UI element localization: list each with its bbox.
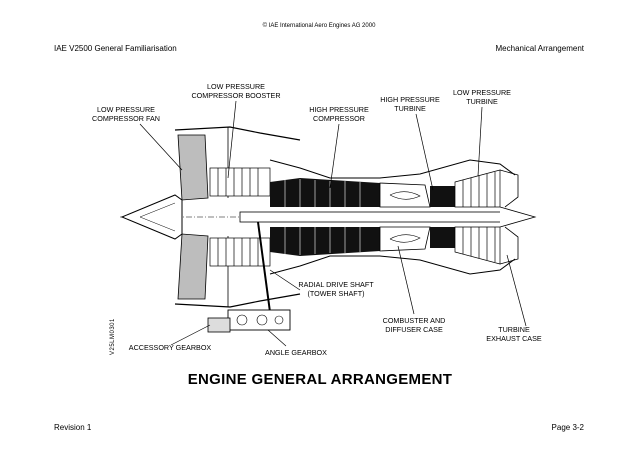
combustor-lower: [379, 226, 431, 252]
hp-compressor-lower: [270, 227, 380, 256]
hp-compressor-label-line1: HIGH PRESSURE: [309, 105, 369, 114]
accessory-gearbox-label: ACCESSORY GEARBOX: [129, 343, 212, 352]
fan-case-lower: [174, 293, 301, 308]
radial-drive-shaft: [257, 221, 271, 313]
lp-turbine-label-line2: TURBINE: [466, 97, 498, 106]
exhaust-cone: [499, 206, 537, 228]
fan-blade-lower: [177, 233, 209, 300]
combuster-label-line1: COMBUSTER AND: [383, 316, 446, 325]
turbine-exhaust-case-lower: [499, 226, 519, 265]
lp-booster-label-line2: COMPRESSOR BOOSTER: [191, 91, 280, 100]
radial-shaft-label-line1: RADIAL DRIVE SHAFT: [298, 280, 374, 289]
combuster-label-line2: DIFFUSER CASE: [385, 325, 443, 334]
lp-turbine-label-line1: LOW PRESSURE: [453, 88, 511, 97]
lp-shaft: [239, 211, 506, 223]
hp-turbine-lower: [430, 227, 455, 248]
hp-turbine-label-line1: HIGH PRESSURE: [380, 95, 440, 104]
turbine-exhaust-case-upper: [499, 169, 519, 208]
accessory-gearbox: [207, 317, 231, 333]
section-title: Mechanical Arrangement: [495, 44, 585, 53]
turbine-exhaust-label-line1: TURBINE: [498, 325, 530, 334]
document-title: IAE V2500 General Familiarisation: [54, 44, 177, 53]
figure-title: ENGINE GENERAL ARRANGEMENT: [188, 371, 452, 388]
figure-code: V25LM0301: [110, 318, 116, 355]
lp-turbine-lower: [454, 226, 501, 265]
turbine-exhaust-label-line2: EXHAUST CASE: [486, 334, 542, 343]
lp-booster-upper: [209, 167, 271, 197]
angle-gearbox-label: ANGLE GEARBOX: [265, 348, 327, 357]
copyright-notice: © IAE International Aero Engines AG 2000: [262, 23, 376, 29]
lp-fan-label-line1: LOW PRESSURE: [97, 105, 155, 114]
hp-compressor-label-line2: COMPRESSOR: [313, 114, 365, 123]
fan-blade-upper: [177, 134, 209, 201]
page-number: Page 3-2: [551, 423, 584, 432]
core-case-lower: [269, 255, 516, 275]
lp-turbine-upper: [454, 169, 501, 208]
fan-case-upper: [174, 126, 301, 141]
hp-turbine-upper: [430, 186, 455, 207]
hp-turbine-label-line2: TURBINE: [394, 104, 426, 113]
lp-fan-label-line2: COMPRESSOR FAN: [92, 114, 160, 123]
hp-compressor-upper: [270, 178, 380, 207]
lp-booster-label-line1: LOW PRESSURE: [207, 82, 265, 91]
core-case-upper: [269, 159, 516, 179]
leader-lines: [139, 100, 527, 347]
radial-shaft-label-line2: (TOWER SHAFT): [308, 289, 365, 298]
combustor-upper: [379, 182, 431, 208]
nose-cone: [120, 194, 183, 240]
revision-label: Revision 1: [54, 423, 92, 432]
angle-gearbox: [227, 309, 291, 331]
